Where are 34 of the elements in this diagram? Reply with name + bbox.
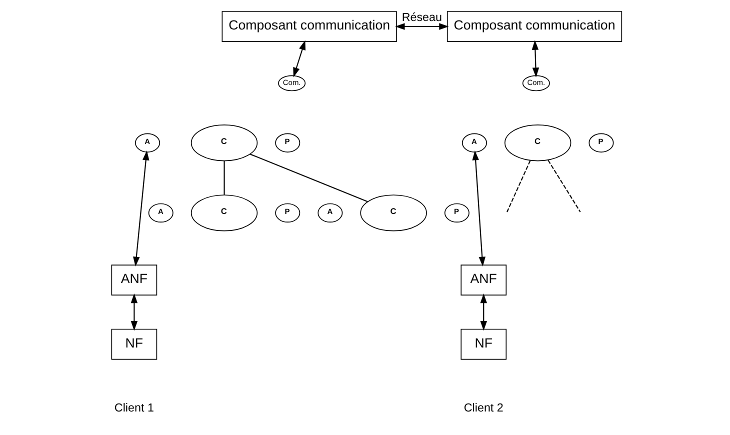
arrow (130, 293, 138, 331)
arrow (395, 23, 449, 30)
node-ellipse: A (148, 203, 174, 222)
node-ellipse: P (444, 203, 470, 222)
label: Client 2 (464, 402, 504, 415)
node-ellipse: C (190, 194, 258, 232)
node-box: ANF (460, 264, 507, 296)
node-ellipse: A (462, 133, 487, 152)
connector (548, 160, 581, 212)
node-ellipse: A (318, 203, 343, 222)
node-ellipse: A (135, 133, 160, 152)
node-ellipse: P (588, 133, 614, 152)
node-ellipse: Com. (522, 75, 550, 92)
node-box: Composant communication (446, 11, 622, 42)
node-ellipse: C (190, 124, 258, 162)
node-ellipse: P (275, 133, 300, 152)
node-box: ANF (111, 264, 158, 296)
node-box: Composant communication (222, 11, 397, 42)
node-ellipse: P (275, 203, 300, 222)
node-box: NF (111, 328, 158, 360)
arrow (532, 40, 540, 78)
arrow (472, 150, 486, 266)
connector (250, 154, 368, 202)
node-box: NF (460, 328, 507, 360)
node-ellipse: C (360, 194, 427, 232)
arrow (480, 293, 488, 331)
arrow (293, 40, 306, 78)
arrow (133, 150, 150, 266)
edge-label: Réseau (402, 10, 442, 24)
label: Client 1 (114, 402, 154, 415)
node-ellipse: Com. (278, 75, 306, 92)
node-ellipse: C (504, 124, 572, 162)
connector (506, 160, 531, 212)
connector (224, 160, 225, 195)
